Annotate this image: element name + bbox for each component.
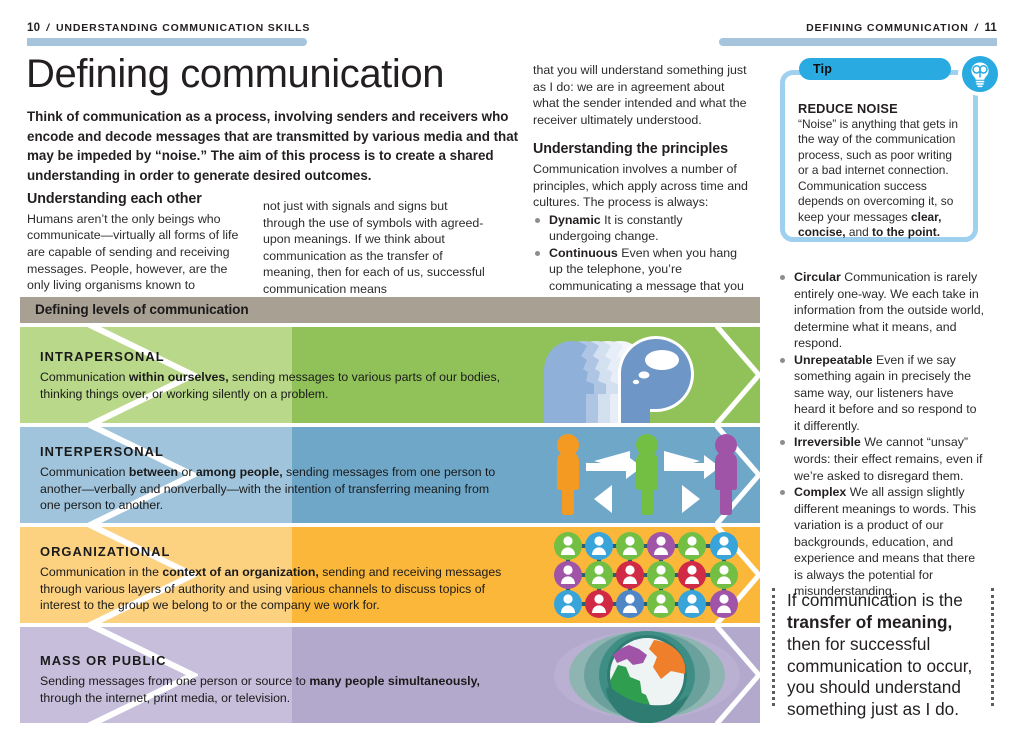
running-head-left-title: UNDERSTANDING COMMUNICATION SKILLS bbox=[55, 22, 311, 34]
tip-body: “Noise” is anything that gets in the way… bbox=[798, 117, 960, 241]
header-rule-right bbox=[719, 38, 997, 46]
band-desc-bold: between bbox=[128, 465, 179, 479]
standfirst-paragraph: Think of communication as a process, inv… bbox=[27, 109, 519, 183]
level-band-mass-or-public: MASS OR PUBLIC Sending messages from one… bbox=[20, 627, 760, 723]
band-desc-part2: sending messages to various parts of our… bbox=[40, 370, 501, 401]
tip-bold-2: to the point. bbox=[872, 225, 941, 240]
list-item-term: Circular bbox=[794, 270, 841, 284]
column-b: not just with signals and signs but thro… bbox=[263, 198, 489, 297]
levels-diagram-title: Defining levels of communication bbox=[20, 297, 760, 323]
column-c-body-top: that you will understand something just … bbox=[533, 63, 747, 127]
list-item-term: Complex bbox=[794, 485, 847, 500]
band-desc-bold: many people simultaneously, bbox=[309, 674, 480, 688]
column-b-body: not just with signals and signs but thro… bbox=[263, 199, 485, 296]
band-level-label: INTRAPERSONAL bbox=[40, 349, 165, 364]
pull-quote-part2: then for successful communication to occ… bbox=[787, 633, 973, 720]
level-band-interpersonal: INTERPERSONAL Communication between or a… bbox=[20, 427, 760, 523]
list-item: Circular Communication is rarely entirel… bbox=[778, 269, 986, 352]
band-description: Communication in the context of an organ… bbox=[40, 564, 510, 614]
globe-broadcast-icon bbox=[534, 627, 760, 723]
level-band-organizational: ORGANIZATIONAL Communication in the cont… bbox=[20, 527, 760, 623]
band-desc-bold2: among people, bbox=[195, 465, 283, 479]
tip-bold-1: clear, concise, bbox=[798, 209, 942, 240]
tip-content: REDUCE NOISE “Noise” is anything that ge… bbox=[785, 75, 973, 251]
list-item-text: Even if we say something again in precis… bbox=[794, 352, 977, 433]
running-head-left: 10 / UNDERSTANDING COMMUNICATION SKILLS bbox=[27, 22, 310, 34]
pull-quote-bold: transfer of meaning, bbox=[787, 611, 953, 632]
band-light-fill bbox=[20, 427, 292, 523]
band-desc-mid: or bbox=[178, 465, 196, 479]
column-a-body: Humans aren’t the only beings who commun… bbox=[27, 211, 239, 309]
tip-box: Tip REDUCE NOISE “Noise” is anything tha… bbox=[780, 52, 1002, 242]
band-text: INTERPERSONAL Communication between or a… bbox=[40, 444, 510, 514]
principles-list-right: Circular Communication is rarely entirel… bbox=[778, 269, 986, 600]
band-desc-bold: context of an organization, bbox=[162, 565, 319, 579]
band-desc-part1: Communication bbox=[40, 370, 129, 384]
slash-right: / bbox=[974, 22, 979, 34]
column-a: Understanding each other Humans aren’t t… bbox=[27, 191, 253, 310]
band-desc-part2: sending and receiving messages through v… bbox=[40, 565, 502, 613]
band-desc-part1: Communication in the bbox=[40, 565, 163, 579]
page-title: Defining communication bbox=[26, 52, 445, 96]
band-description: Communication between or among people, s… bbox=[40, 464, 510, 514]
band-level-label: MASS OR PUBLIC bbox=[40, 653, 167, 668]
running-head-right: DEFINING COMMUNICATION / 11 bbox=[806, 22, 997, 34]
column-c: that you will understand something just … bbox=[533, 62, 748, 311]
band-desc-part1: Sending messages from one person or sour… bbox=[40, 674, 310, 688]
list-item-term: Dynamic bbox=[549, 212, 601, 227]
list-item: Dynamic It is constantly undergoing chan… bbox=[533, 212, 748, 245]
band-edge-chevron-icon bbox=[715, 627, 760, 723]
chevron-divider-icon bbox=[88, 527, 198, 623]
chevron-divider-icon bbox=[88, 327, 198, 423]
band-level-label: ORGANIZATIONAL bbox=[40, 544, 171, 559]
tip-body-part2: and bbox=[845, 225, 873, 240]
band-text: MASS OR PUBLIC Sending messages from one… bbox=[40, 653, 510, 706]
list-item-text: It is constantly undergoing change. bbox=[549, 212, 683, 244]
chevron-divider-icon bbox=[88, 427, 198, 523]
list-item: Unrepeatable Even if we say something ag… bbox=[778, 352, 986, 435]
list-item: Irreversible We cannot “unsay” words: th… bbox=[778, 434, 986, 484]
three-people-arrows-icon bbox=[534, 427, 760, 523]
slash-left: / bbox=[46, 22, 50, 34]
band-description: Sending messages from one person or sour… bbox=[40, 673, 510, 706]
tip-tab-label: Tip bbox=[799, 58, 951, 80]
list-item-text: We cannot “unsay” words: their effect re… bbox=[794, 435, 983, 483]
heads-thought-icon bbox=[534, 327, 760, 423]
chevron-divider-icon bbox=[88, 627, 198, 723]
band-edge-chevron-icon bbox=[715, 327, 760, 423]
band-text: INTRAPERSONAL Communication within ourse… bbox=[40, 349, 510, 402]
band-level-label: INTERPERSONAL bbox=[40, 444, 164, 459]
column-c-body-mid: Communication involves a number of princ… bbox=[533, 162, 748, 210]
column-a-heading: Understanding each other bbox=[27, 191, 202, 207]
lightbulb-icon bbox=[958, 52, 1002, 96]
column-c-heading: Understanding the principles bbox=[533, 141, 728, 158]
band-light-fill bbox=[20, 627, 292, 723]
pull-quote-part1: If communication is the bbox=[787, 590, 963, 610]
band-desc-part2: sending messages from one person to anot… bbox=[40, 465, 496, 513]
band-light-fill bbox=[20, 327, 292, 423]
list-item-text: We all assign slightly different meaning… bbox=[794, 485, 977, 599]
running-head-right-title: DEFINING COMMUNICATION bbox=[806, 22, 969, 34]
pull-quote: If communication is the transfer of mean… bbox=[772, 588, 994, 719]
band-light-fill bbox=[20, 527, 292, 623]
tip-heading: REDUCE NOISE bbox=[798, 101, 898, 116]
levels-diagram: Defining levels of communication INTRAPE… bbox=[20, 297, 760, 723]
band-desc-part1: Communication bbox=[40, 465, 129, 479]
list-item-term: Unrepeatable bbox=[794, 352, 873, 367]
page-number-right: 11 bbox=[984, 22, 997, 34]
header-rule-left bbox=[27, 38, 307, 46]
band-desc-part2: through the internet, print media, or te… bbox=[40, 690, 291, 705]
list-item-text: Communication is rarely entirely one-way… bbox=[794, 270, 985, 351]
page-number-left: 10 bbox=[27, 22, 41, 34]
people-network-grid-icon bbox=[534, 527, 760, 623]
level-band-intrapersonal: INTRAPERSONAL Communication within ourse… bbox=[20, 327, 760, 423]
tip-body-part1: “Noise” is anything that gets in the way… bbox=[798, 117, 958, 224]
band-description: Communication within ourselves, sending … bbox=[40, 369, 510, 402]
list-item: Complex We all assign slightly different… bbox=[778, 484, 986, 600]
list-item-term: Irreversible bbox=[794, 435, 861, 450]
list-item-term: Continuous bbox=[549, 245, 618, 260]
band-desc-bold: within ourselves, bbox=[128, 370, 229, 384]
pull-quote-text: If communication is the transfer of mean… bbox=[787, 590, 979, 721]
band-text: ORGANIZATIONAL Communication in the cont… bbox=[40, 544, 510, 614]
